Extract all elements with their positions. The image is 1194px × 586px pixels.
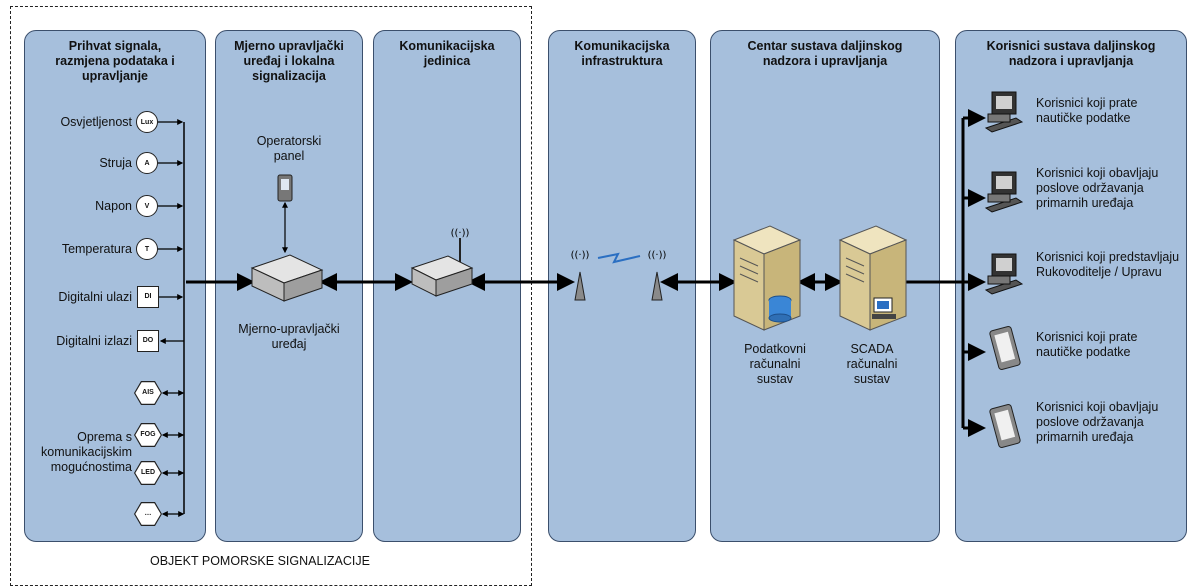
- panel-title: Komunikacijska jedinica: [399, 39, 495, 68]
- panel-users: Korisnici sustava daljinskog nadzora i u…: [955, 30, 1187, 542]
- operator-panel-label: Operatorski panel: [256, 134, 322, 163]
- tablet-icon-2: [989, 404, 1021, 448]
- tablet-icon-1: [989, 326, 1021, 370]
- db-system-label: Podatkovni računalni sustav: [744, 342, 806, 386]
- voltmeter-icon: V: [136, 195, 158, 217]
- panel-signal-acquisition: Prihvat signala, razmjena podataka i upr…: [24, 30, 206, 542]
- lux-sensor-icon: Lux: [136, 111, 158, 133]
- signal-label: Struja: [99, 156, 132, 170]
- svg-text:((·)): ((·)): [648, 250, 667, 261]
- panel-title: Korisnici sustava daljinskog nadzora i u…: [986, 39, 1156, 68]
- panel-title: Centar sustava daljinskog nadzora i upra…: [747, 39, 903, 68]
- wireless-link-icon: [597, 252, 641, 264]
- scada-server-icon: [838, 225, 908, 331]
- panel-title: Prihvat signala, razmjena podataka i upr…: [55, 39, 175, 83]
- signal-label: Temperatura: [61, 242, 132, 256]
- controller-device-icon: [250, 254, 324, 302]
- boundary-label: OBJEKT POMORSKE SIGNALIZACIJE: [150, 554, 370, 568]
- modem-icon: ((·)): [410, 228, 474, 297]
- ais-device-icon: AIS: [134, 381, 162, 405]
- measure-unit-label: Mjerno-upravljački uređaj: [238, 322, 340, 351]
- signal-arrows: [158, 119, 185, 517]
- user-label: Korisnici koji obavljaju poslove održava…: [1036, 400, 1159, 444]
- signal-label: Napon: [95, 199, 132, 213]
- panel-title: Mjerno upravljački uređaj i lokalna sign…: [234, 39, 344, 83]
- signal-label: Osvjetljenost: [60, 115, 132, 129]
- scada-system-label: SCADA računalni sustav: [846, 342, 898, 386]
- thermometer-icon: T: [136, 238, 158, 260]
- user-label: Korisnici koji prate nautičke podatke: [1036, 330, 1138, 359]
- signal-label: Digitalni izlazi: [56, 334, 132, 348]
- antenna-right-icon: ((·)): [648, 250, 667, 301]
- panel-title: Komunikacijska infrastruktura: [574, 39, 670, 68]
- digital-input-icon: DI: [137, 286, 159, 308]
- other-device-icon: …: [134, 502, 162, 526]
- svg-text:((·)): ((·)): [571, 250, 590, 261]
- antenna-left-icon: ((·)): [571, 250, 590, 301]
- svg-text:((·)): ((·)): [451, 228, 470, 239]
- digital-output-icon: DO: [137, 330, 159, 352]
- user-label: Korisnici koji prate nautičke podatke: [1036, 96, 1138, 125]
- database-server-icon: [732, 225, 802, 331]
- diagram-connectors: ((·)) ((·)) ((·)): [158, 91, 1024, 517]
- pc-icon-3: [984, 253, 1024, 295]
- handheld-icon: [277, 174, 293, 202]
- user-label: Korisnici koji predstavljaju Rukovoditel…: [1036, 250, 1180, 279]
- ammeter-icon: A: [136, 152, 158, 174]
- led-device-icon: LED: [134, 461, 162, 485]
- main-links: [186, 109, 986, 437]
- equipment-label: Oprema s komunikacijskim mogućnostima: [41, 430, 132, 474]
- signal-label: Digitalni ulazi: [58, 290, 132, 304]
- user-label: Korisnici koji obavljaju poslove održava…: [1036, 166, 1159, 210]
- fog-device-icon: FOG: [134, 423, 162, 447]
- pc-icon-2: [984, 171, 1024, 213]
- pc-icon-1: [984, 91, 1024, 133]
